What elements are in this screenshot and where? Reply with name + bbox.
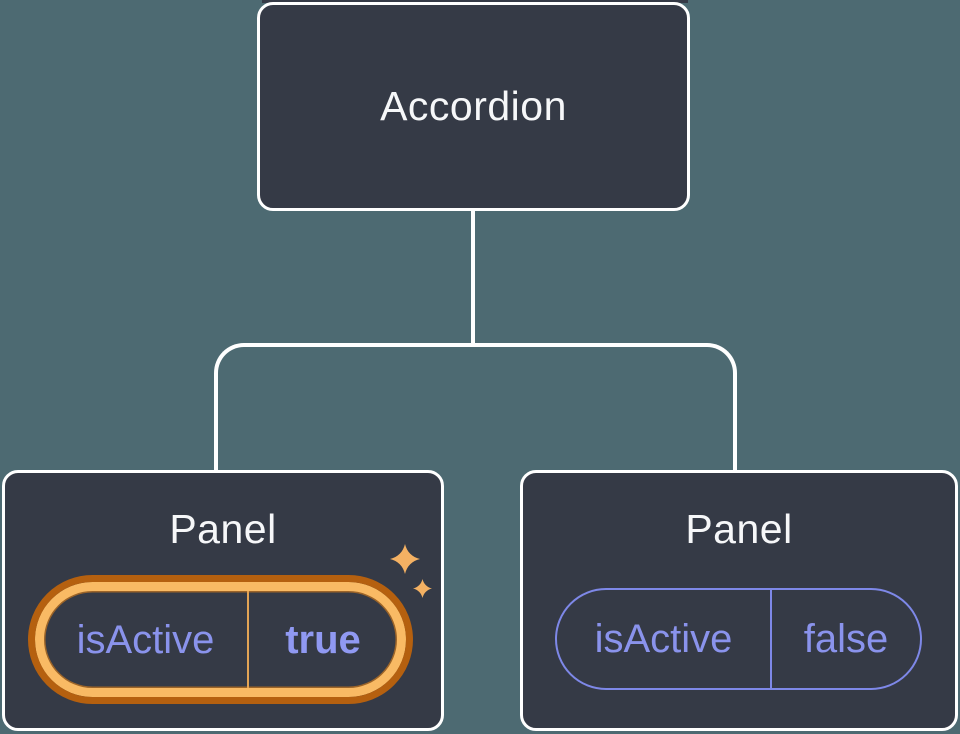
pill-divider [247,591,249,688]
state-pill-active: isActive true [28,575,413,704]
component-label-panel-active: Panel [169,506,277,552]
tree-stem-line [471,211,475,347]
tree-branch-left [214,343,475,470]
component-label-accordion: Accordion [380,83,567,129]
state-key-label: isActive [594,617,733,661]
sparkles-icon [390,544,432,598]
state-value-label: true [285,617,361,662]
component-node-panel-inactive: Panel isActive false [520,470,958,731]
state-value-cell: false [772,590,920,688]
state-key-cell: isActive [557,590,770,688]
component-node-panel-active: Panel isActive true [2,470,444,731]
tree-branch-right [473,343,737,470]
state-value-cell: true [249,591,397,688]
state-key-label: isActive [76,617,215,662]
component-node-accordion: Accordion [257,2,690,211]
top-edge-sliver [262,0,688,3]
state-value-label: false [803,617,889,661]
pill-divider [770,590,772,688]
state-key-cell: isActive [44,591,247,688]
state-pill-inactive: isActive false [555,588,922,690]
component-label-panel-inactive: Panel [685,506,793,552]
